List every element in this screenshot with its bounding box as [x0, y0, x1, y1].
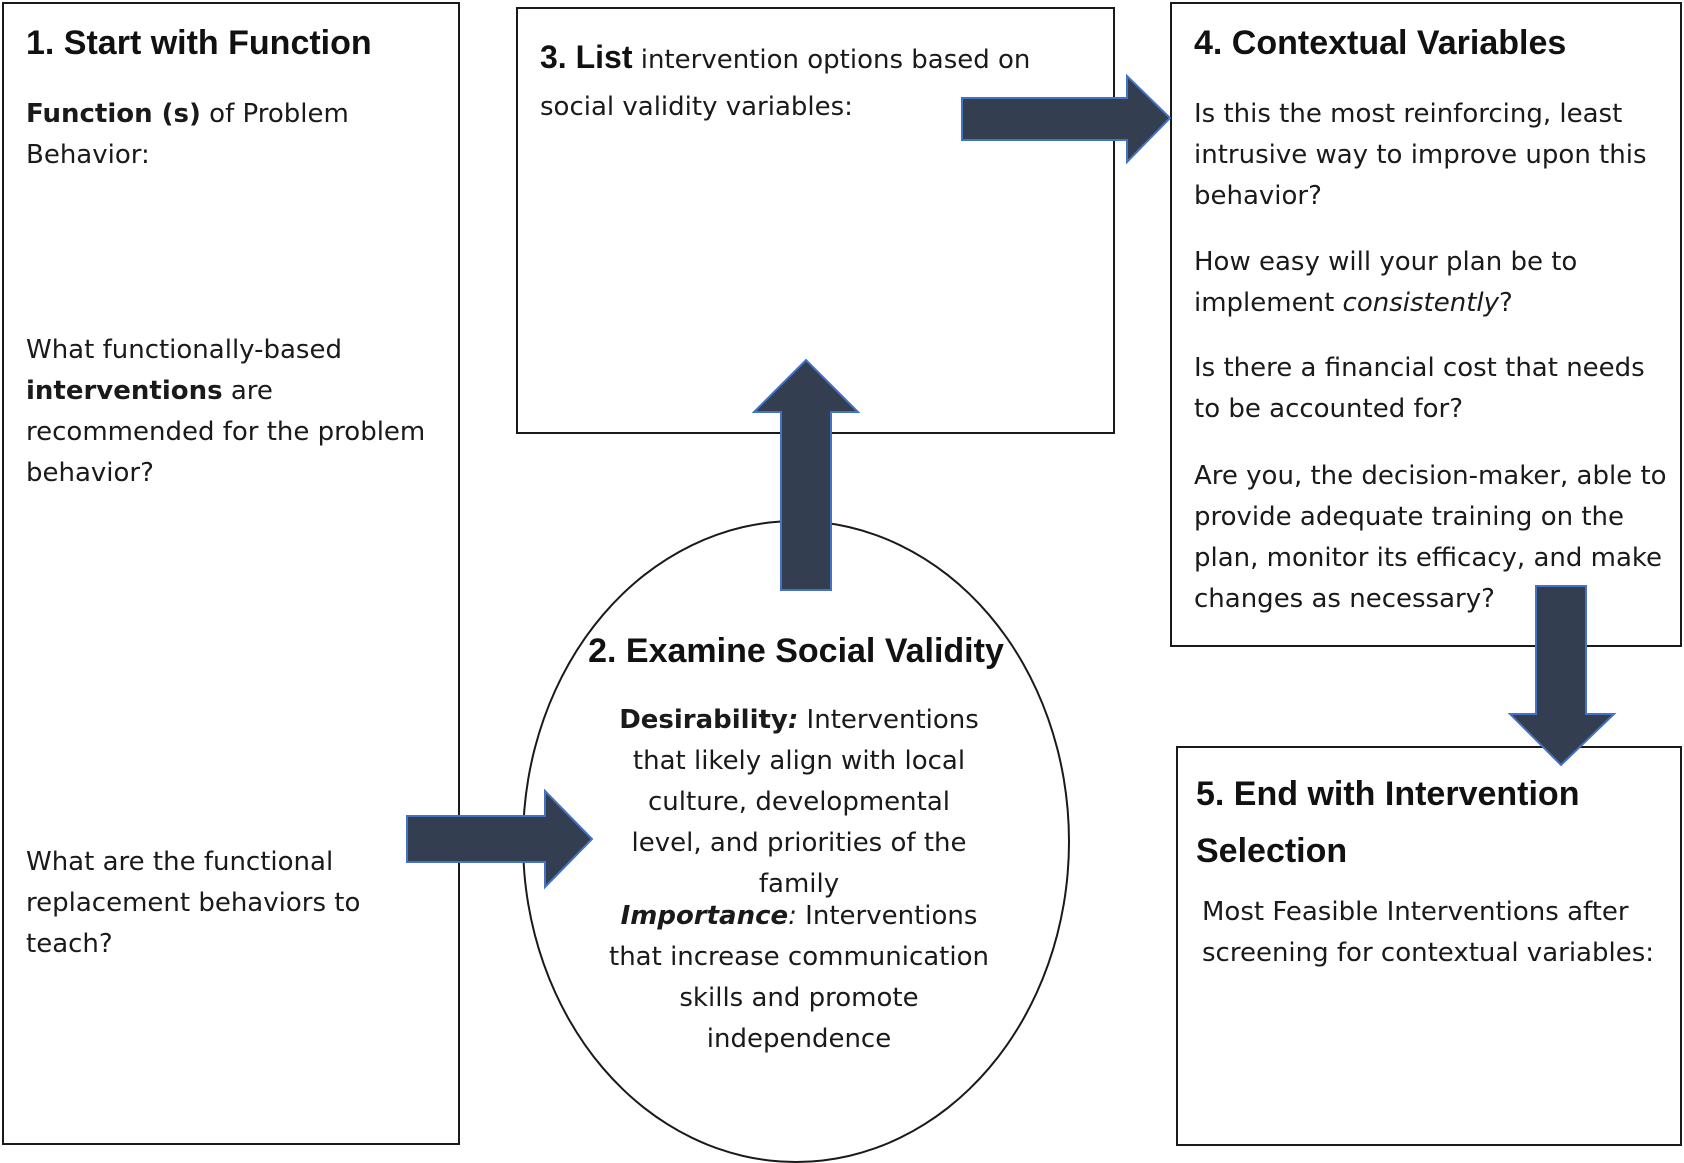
step2-importance: Importance: Interventions that increase …: [609, 896, 989, 1060]
step1-interventions-text-pre: What functionally-based: [26, 335, 342, 365]
step5-end-with-selection-box: 5. End with Intervention Selection Most …: [1176, 746, 1682, 1146]
step4-consistency-emphasis: consistently: [1342, 288, 1500, 318]
step1-start-with-function-box: 1. Start with Function Function (s) of P…: [2, 2, 460, 1145]
step2-desirability: Desirability: Interventions that likely …: [609, 700, 989, 905]
step1-title: 1. Start with Function: [26, 24, 372, 62]
step1-replacement-question: What are the functional replacement beha…: [26, 847, 361, 959]
step1-function-question: Function (s) of Problem Behavior:: [26, 94, 426, 176]
step2-desirability-text: Interventions that likely align with loc…: [631, 705, 979, 899]
step1-interventions-text-post: are recommended for the problem behavior…: [26, 376, 426, 488]
step4-consistency-text-post: ?: [1499, 288, 1513, 318]
step2-importance-label: Importance: [620, 901, 789, 931]
step2-importance-text: Interventions that increase communicatio…: [609, 901, 989, 1054]
step2-desirability-label: Desirability: [619, 705, 788, 735]
arrow-step1-to-step2: [406, 788, 594, 890]
step3-description: intervention options based on social val…: [540, 45, 1031, 122]
step1-function-label: Function (s): [26, 99, 201, 129]
step4-question-reinforcing: Is this the most reinforcing, least intr…: [1194, 99, 1647, 211]
step1-function-text: of Problem Behavior:: [26, 99, 349, 170]
arrow-step3-to-step4: [961, 73, 1172, 165]
step2-importance-colon: :: [788, 901, 797, 931]
step2-desirability-colon: :: [787, 705, 799, 735]
step2-title: 2. Examine Social Validity: [588, 632, 1004, 670]
step5-title: 5. End with Intervention Selection: [1196, 775, 1580, 870]
step4-title: 4. Contextual Variables: [1194, 24, 1567, 62]
step4-consistency-text-pre: How easy will your plan be to implement: [1194, 247, 1578, 318]
step4-question-consistency: How easy will your plan be to implement …: [1194, 242, 1664, 324]
step3-text: 3. List intervention options based on so…: [540, 34, 1090, 133]
step1-interventions-question: What functionally-based interventions ar…: [26, 330, 436, 494]
step4-contextual-variables-box: 4. Contextual Variables Is this the most…: [1170, 2, 1682, 647]
step3-list-options-box: 3. List intervention options based on so…: [516, 7, 1115, 434]
arrow-step2-to-step3: [751, 358, 861, 591]
step4-question-training: Are you, the decision-maker, able to pro…: [1194, 461, 1667, 614]
step5-description: Most Feasible Interventions after screen…: [1202, 897, 1655, 968]
step3-title: 3. List: [540, 39, 633, 75]
step4-question-cost: Is there a financial cost that needs to …: [1194, 353, 1645, 424]
step1-interventions-label: interventions: [26, 376, 223, 406]
arrow-step4-to-step5: [1507, 585, 1617, 767]
